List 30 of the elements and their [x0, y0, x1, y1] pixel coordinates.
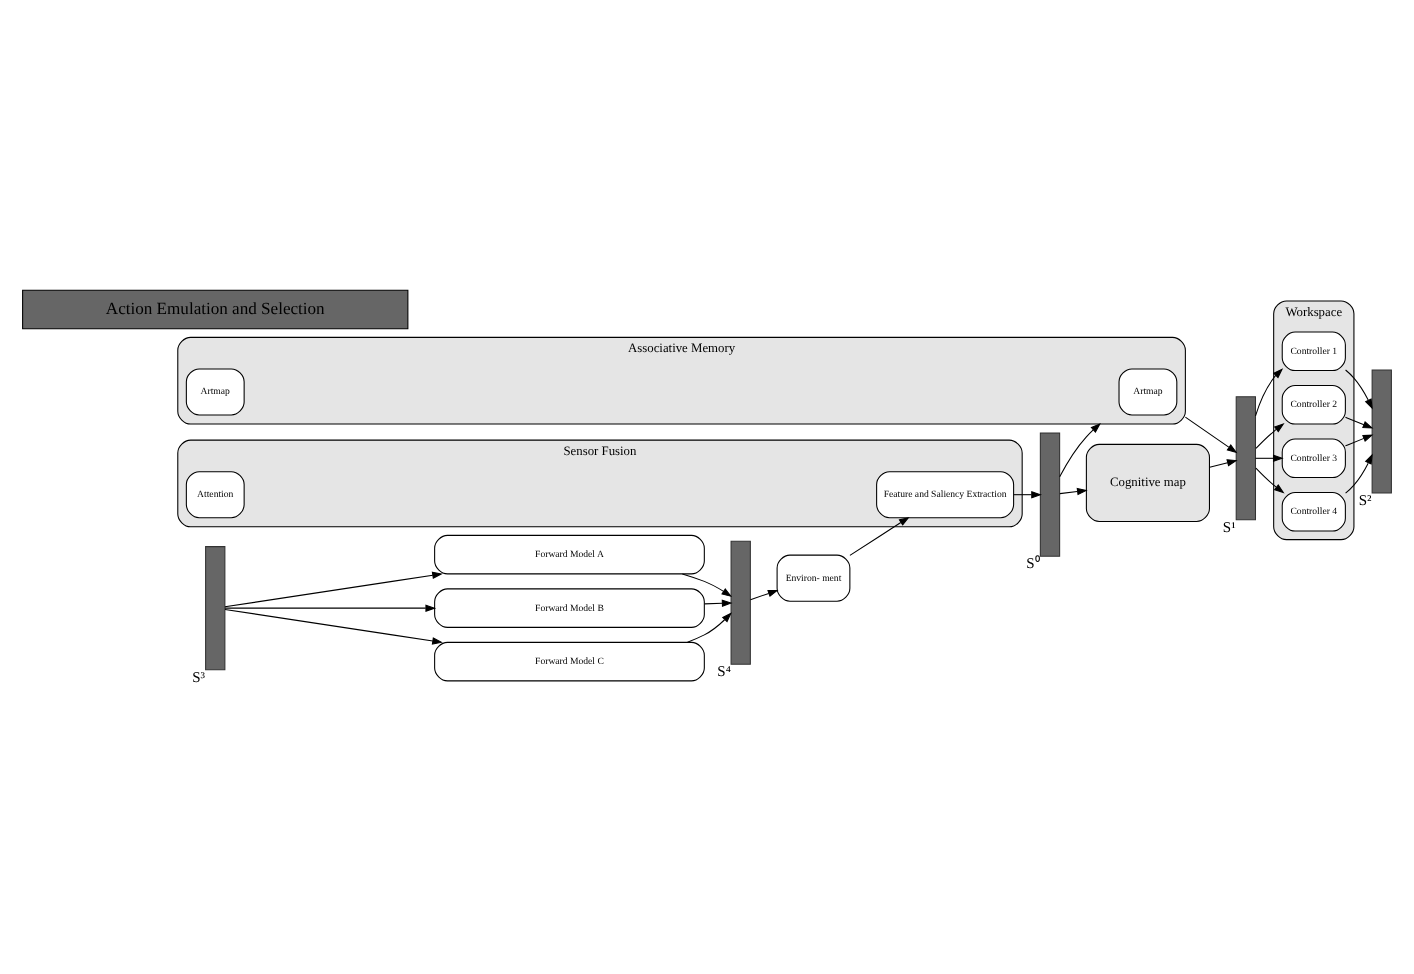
node-bar [1235, 395, 1256, 520]
arrow [1254, 367, 1284, 416]
arrow [1059, 421, 1101, 477]
arrow [749, 588, 779, 600]
arrow [1345, 368, 1373, 409]
arrow [704, 598, 733, 607]
node-label: S³ [192, 666, 206, 685]
arrow [1255, 466, 1285, 493]
node-label: S⁰ [1026, 553, 1041, 572]
arrow [1344, 415, 1374, 428]
arrow [1059, 486, 1088, 495]
arrow [224, 603, 437, 611]
node-bar [205, 545, 226, 670]
node-box: Action Emulation and Selection [22, 288, 409, 329]
arrow [849, 515, 910, 555]
node-bar [730, 539, 751, 664]
node-bar [1371, 368, 1392, 493]
arrow [1209, 458, 1238, 467]
arrow [681, 572, 733, 597]
node-label: S¹ [1222, 516, 1236, 535]
arrow [224, 570, 443, 607]
arrow [686, 611, 732, 642]
arrow [1255, 422, 1285, 448]
arrow [1344, 433, 1374, 446]
arrow [1345, 452, 1373, 493]
arrow [1184, 415, 1238, 453]
node-label: S² [1358, 490, 1372, 509]
node-label: S⁴ [717, 661, 731, 680]
arrow [224, 607, 443, 644]
node-bar [1039, 431, 1061, 556]
